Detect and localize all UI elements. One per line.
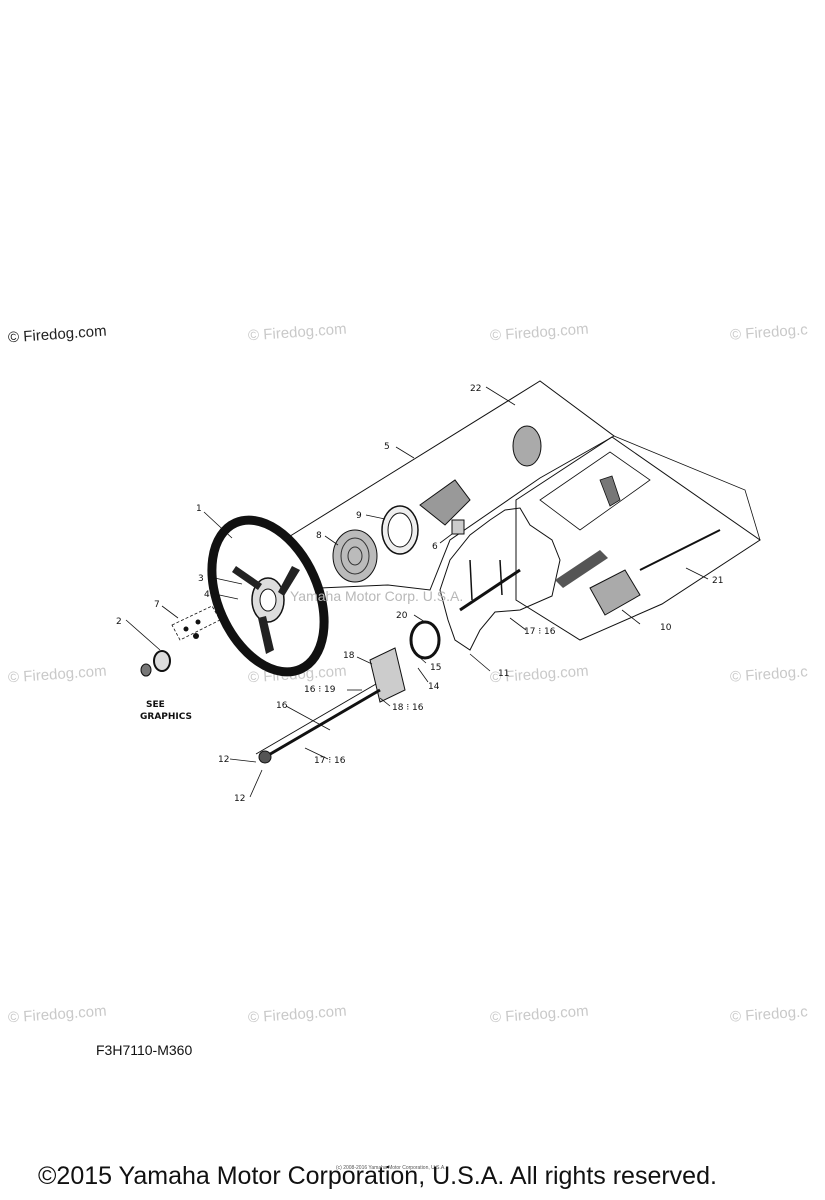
callout-18-16: 18 ⁝ 16 bbox=[392, 703, 424, 713]
callout-17-16: 17 ⁝ 16 bbox=[524, 627, 556, 637]
see-graphics-label: SEE bbox=[146, 700, 165, 710]
tilt-unit bbox=[555, 475, 721, 616]
connector-line bbox=[613, 435, 761, 541]
callout-15: 15 bbox=[430, 663, 441, 673]
inline-watermark: Yamaha Motor Corp. U.S.A. bbox=[290, 588, 463, 604]
callout-17-16: 17 ⁝ 16 bbox=[314, 756, 346, 766]
callout-8: 8 bbox=[316, 531, 322, 541]
callout-21: 21 bbox=[712, 576, 723, 586]
callout-12: 12 bbox=[218, 755, 229, 765]
callout-2: 2 bbox=[116, 617, 122, 627]
hub-parts bbox=[332, 425, 542, 583]
part-code: F3H7110-M360 bbox=[96, 1042, 193, 1058]
callout-4: 4 bbox=[204, 590, 210, 600]
callout-16: 16 bbox=[276, 701, 288, 711]
callout-11: 11 bbox=[498, 669, 509, 679]
callout-9: 9 bbox=[356, 511, 362, 521]
steering-wheel bbox=[207, 515, 329, 677]
bracket-outline bbox=[439, 507, 561, 651]
box-inner-outline bbox=[539, 451, 651, 531]
hub-nut-parts bbox=[140, 605, 221, 677]
copyright-tiny: (c) 2008-2016 Yamaha Motor Corporation, … bbox=[336, 1165, 446, 1171]
callout-7: 7 bbox=[154, 600, 160, 610]
callout-18: 18 bbox=[343, 651, 355, 661]
callout-14: 14 bbox=[428, 682, 440, 692]
see-graphics-label: GRAPHICS bbox=[140, 712, 192, 722]
callout-16-19: 16 ⁝ 19 bbox=[304, 685, 336, 695]
copyright: ©2015 Yamaha Motor Corporation, U.S.A. A… bbox=[38, 1162, 717, 1190]
box-outline bbox=[515, 436, 761, 641]
callout-20: 20 bbox=[396, 611, 408, 621]
assembly-outline bbox=[286, 380, 615, 591]
callout-12: 12 bbox=[234, 794, 245, 804]
callout-6: 6 bbox=[432, 542, 438, 552]
callout-10: 10 bbox=[660, 623, 672, 633]
leader-lines bbox=[125, 386, 709, 798]
callout-22: 22 bbox=[470, 384, 481, 394]
shaft-bracket bbox=[459, 559, 521, 612]
callout-5: 5 bbox=[384, 442, 390, 452]
callout-1: 1 bbox=[196, 504, 202, 514]
callout-3: 3 bbox=[198, 574, 204, 584]
steering-column bbox=[255, 620, 441, 764]
